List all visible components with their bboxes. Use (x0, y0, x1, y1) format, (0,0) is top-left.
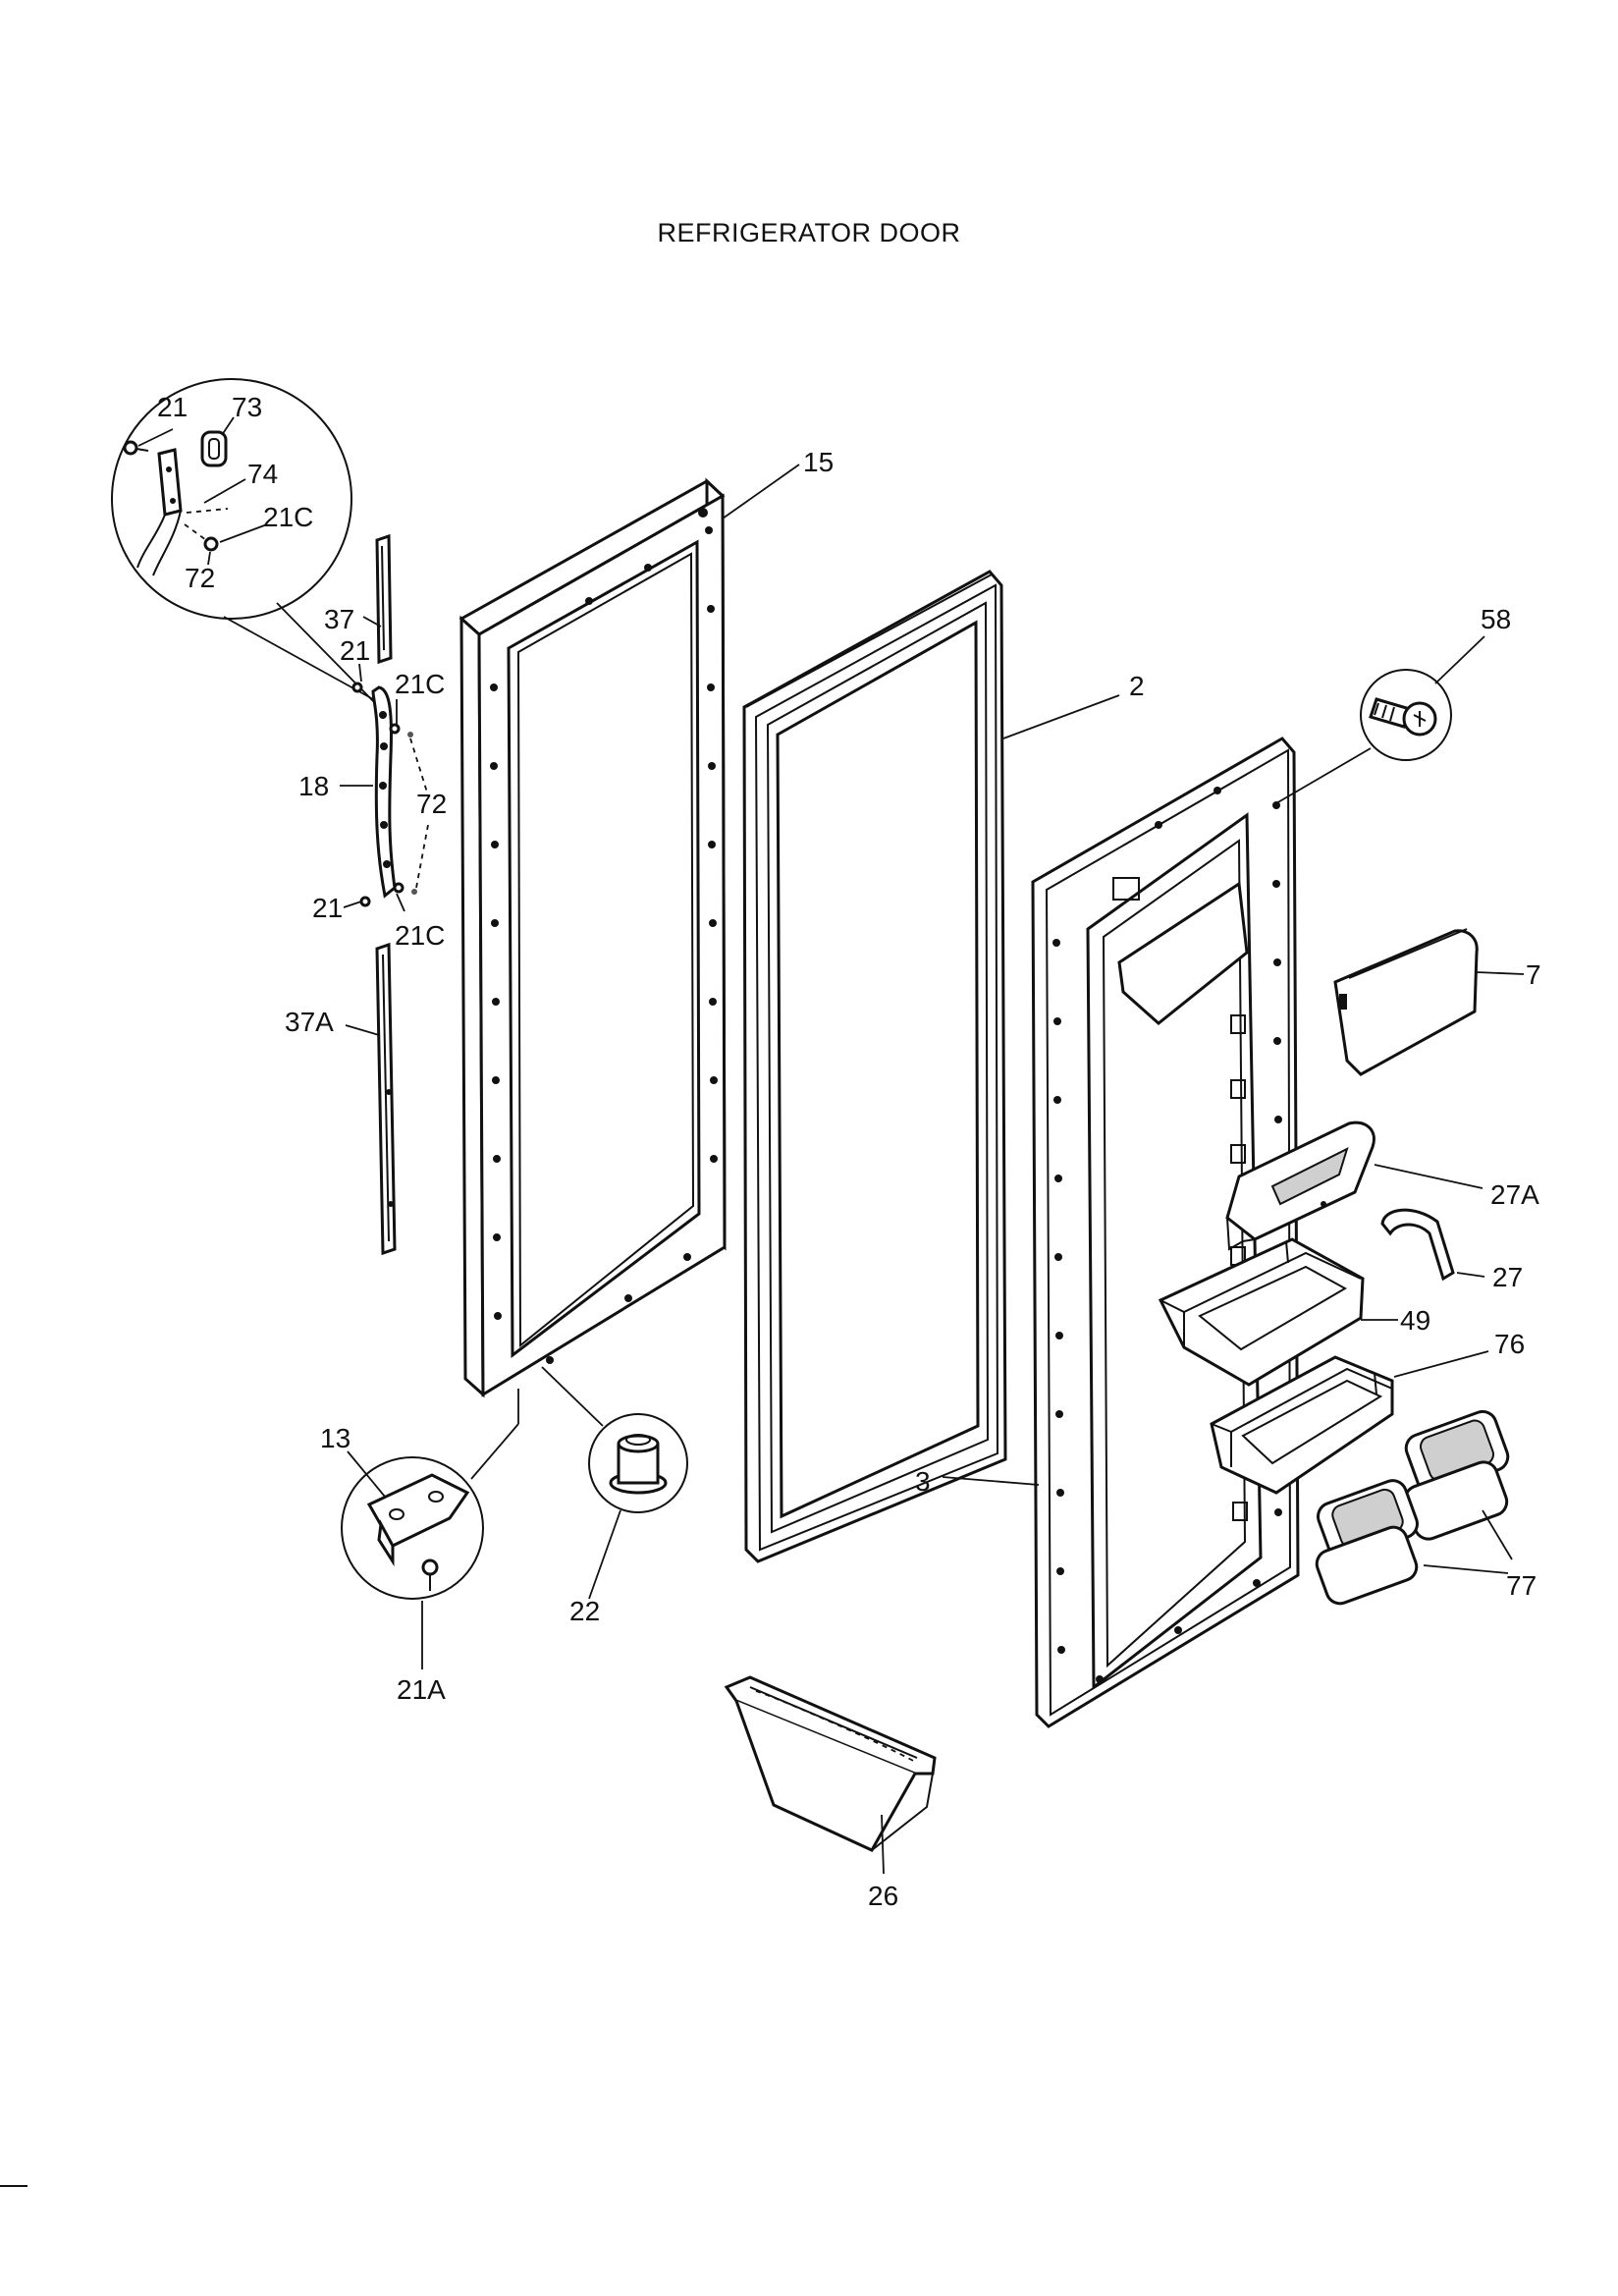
callout-72: 72 (185, 563, 215, 593)
hinge-bracket-inset (341, 1389, 519, 1669)
screw-icon (123, 440, 149, 456)
handle-trim-lower-37A (375, 942, 397, 1256)
callout-22: 22 (569, 1596, 600, 1626)
callout-3: 3 (915, 1466, 931, 1497)
callout-2: 2 (1129, 671, 1145, 701)
callout-49: 49 (1400, 1305, 1430, 1336)
screw-58-inset (1275, 635, 1485, 804)
callout-58: 58 (1481, 604, 1511, 634)
callout-76: 76 (1494, 1329, 1525, 1359)
callout-27a: 27A (1490, 1179, 1539, 1210)
bin-retainer-27 (1380, 1208, 1455, 1282)
callout-73: 73 (232, 392, 262, 422)
screw-icon (393, 882, 404, 894)
handle-trim-upper-37 (375, 533, 393, 665)
callout-77: 77 (1506, 1570, 1537, 1601)
door-outer-panel-15 (458, 477, 727, 1398)
door-handle-18 (351, 682, 429, 907)
handle-end-bracket (136, 448, 183, 576)
screw-icon (203, 536, 219, 552)
door-bin-76 (1210, 1355, 1394, 1495)
callout-21c-lower: 21C (395, 920, 445, 951)
screw-icon (421, 1558, 439, 1591)
storage-containers-77 (1315, 1409, 1510, 1606)
callout-18: 18 (298, 771, 329, 801)
hinge-bushing-inset-22 (541, 1366, 688, 1600)
callout-21: 21 (157, 392, 188, 422)
screw-icon (389, 723, 401, 735)
callout-15: 15 (803, 447, 834, 477)
callout-21-upper: 21 (340, 635, 370, 666)
callout-27: 27 (1492, 1262, 1523, 1292)
bin-cover-27A (1225, 1121, 1375, 1251)
end-cap-icon (200, 430, 228, 467)
screw-icon (1369, 697, 1412, 729)
door-tray-26 (724, 1675, 937, 1852)
callout-37: 37 (324, 604, 354, 634)
door-bin-49 (1158, 1237, 1365, 1387)
callout-7: 7 (1526, 959, 1541, 990)
callout-21-lower: 21 (312, 893, 343, 923)
callout-21a: 21A (397, 1674, 446, 1705)
dispenser-cover-7 (1333, 928, 1479, 1076)
diagram-title: REFRIGERATOR DOOR (657, 218, 961, 247)
callout-13: 13 (320, 1423, 351, 1453)
callout-21c: 21C (263, 502, 313, 532)
screw-icon (351, 682, 363, 693)
screw-icon (359, 896, 371, 907)
callout-72-handle: 72 (416, 789, 447, 819)
callout-21c-upper: 21C (395, 669, 445, 699)
callout-74: 74 (247, 459, 278, 489)
door-gasket-2 (742, 570, 1007, 1563)
callout-26: 26 (868, 1881, 898, 1911)
callout-37a: 37A (285, 1007, 334, 1037)
inner-door-liner-3 (1031, 737, 1300, 1728)
